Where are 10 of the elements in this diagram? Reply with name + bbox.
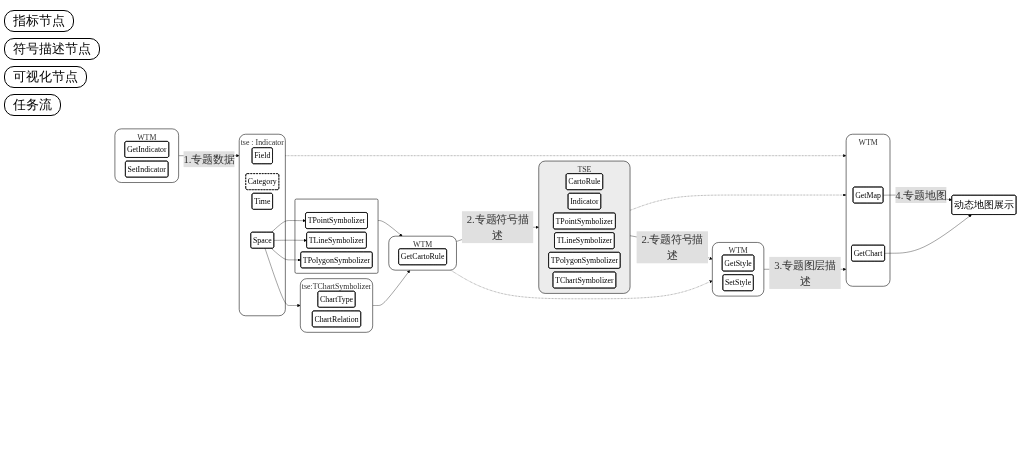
edge-label: 3.专题图层描述	[774, 258, 836, 287]
legend-entry: 符号描述节点	[4, 38, 100, 60]
legend-entry: 可视化节点	[4, 66, 87, 88]
edge-label: 2.专题符号描述	[466, 213, 529, 242]
legend-entry: 指标节点	[4, 10, 74, 32]
edge-label: 4.专题地图	[895, 189, 947, 201]
edge-label: 2.专题符号描述	[641, 233, 704, 262]
edge-label: 1.专题数据	[183, 153, 235, 166]
legend-entry: 任务流	[4, 94, 61, 116]
cluster	[294, 198, 379, 274]
